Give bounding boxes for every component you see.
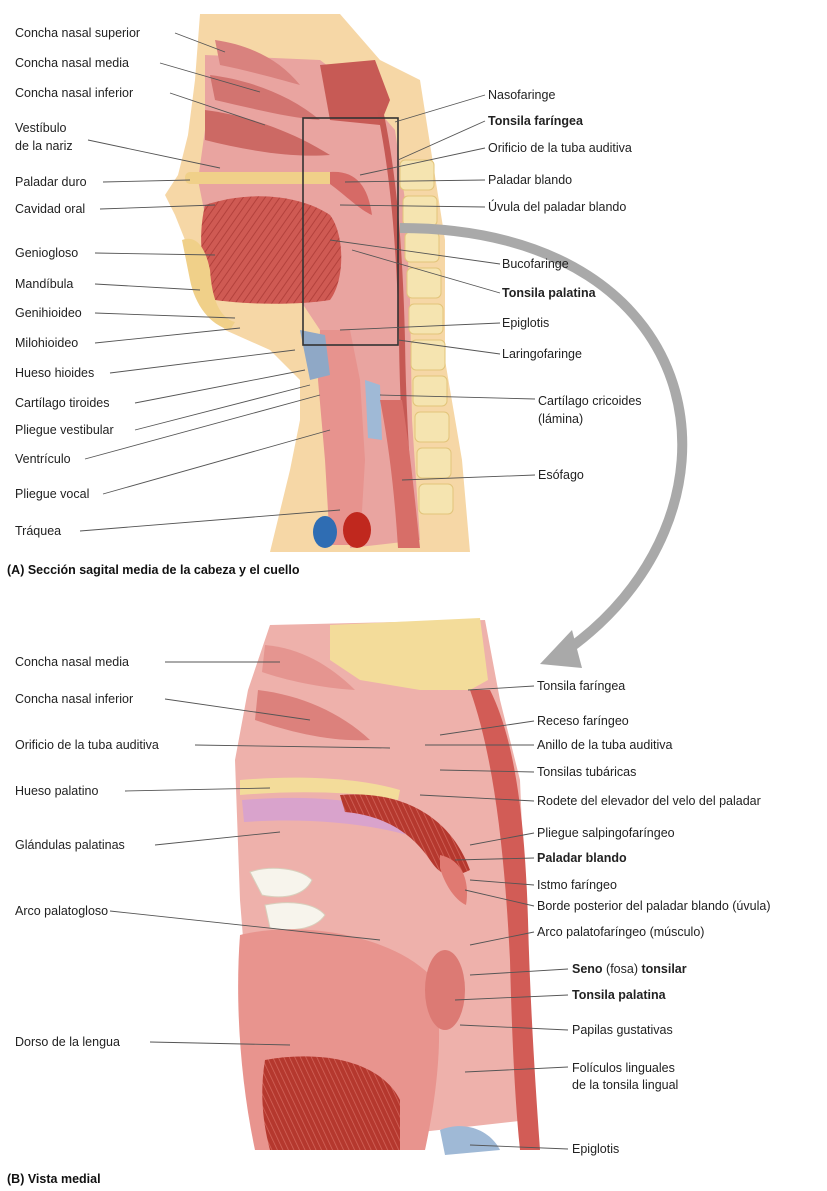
label-b-borde-posterior: Borde posterior del paladar blando (úvul…	[537, 899, 770, 913]
label-mandibula: Mandíbula	[15, 277, 73, 291]
label-b-concha-nasal-inferior: Concha nasal inferior	[15, 692, 133, 706]
label-b-hueso-palatino: Hueso palatino	[15, 784, 98, 798]
label-b-epiglotis: Epiglotis	[572, 1142, 619, 1156]
label-tonsila-faringea: Tonsila faríngea	[488, 114, 583, 128]
panel-a-illustration	[165, 14, 470, 552]
label-b-orificio-tuba-auditiva: Orificio de la tuba auditiva	[15, 738, 159, 752]
leader-line	[135, 370, 305, 403]
label-orificio-tuba-auditiva: Orificio de la tuba auditiva	[488, 141, 632, 155]
label-b-anillo-tuba-auditiva: Anillo de la tuba auditiva	[537, 738, 673, 752]
label-b-paladar-blando: Paladar blando	[537, 851, 627, 865]
leader-line	[135, 385, 310, 430]
label-b-tonsila-palatina: Tonsila palatina	[572, 988, 666, 1002]
label-b-seno-word: Seno	[572, 962, 603, 976]
label-b-rodete-elevador: Rodete del elevador del velo del paladar	[537, 794, 761, 808]
label-b-istmo-faringeo: Istmo faríngeo	[537, 878, 617, 892]
tongue	[201, 196, 341, 303]
panel-b-illustration	[235, 618, 540, 1155]
label-paladar-blando: Paladar blando	[488, 173, 572, 187]
label-concha-nasal-superior: Concha nasal superior	[15, 26, 140, 40]
label-esofago: Esófago	[538, 468, 584, 482]
label-uvula-paladar-blando: Úvula del paladar blando	[488, 200, 626, 214]
caption-panel-a: (A) Sección sagital media de la cabeza y…	[7, 563, 299, 577]
label-cavidad-oral: Cavidad oral	[15, 202, 85, 216]
label-epiglotis: Epiglotis	[502, 316, 549, 330]
label-b-foliculos-linguales: Folículos linguales de la tonsila lingua…	[572, 1060, 678, 1094]
label-b-papilas-gustativas: Papilas gustativas	[572, 1023, 673, 1037]
vessel-blue	[313, 516, 337, 548]
label-concha-nasal-media: Concha nasal media	[15, 56, 129, 70]
label-bucofaringe: Bucofaringe	[502, 257, 569, 271]
label-b-tonsilas-tubaricas: Tonsilas tubáricas	[537, 765, 636, 779]
label-b-receso-faringeo: Receso faríngeo	[537, 714, 629, 728]
label-genihioideo: Genihioideo	[15, 306, 82, 320]
hard-palate	[185, 172, 335, 184]
label-vestibulo-nariz: Vestíbulo de la nariz	[15, 119, 73, 155]
leader-line	[110, 350, 295, 373]
label-hueso-hioides: Hueso hioides	[15, 366, 94, 380]
label-b-seno-tonsilar: Seno (fosa) tonsilar	[572, 962, 687, 976]
label-b-arco-palatofaringeo: Arco palatofaríngeo (músculo)	[537, 925, 704, 939]
label-geniogloso: Geniogloso	[15, 246, 78, 260]
caption-panel-b: (B) Vista medial	[7, 1172, 101, 1186]
label-b-tonsila-faringea: Tonsila faríngea	[537, 679, 625, 693]
label-concha-nasal-inferior: Concha nasal inferior	[15, 86, 133, 100]
label-ventriculo: Ventrículo	[15, 452, 71, 466]
label-laringofaringe: Laringofaringe	[502, 347, 582, 361]
leader-line	[95, 328, 240, 343]
leader-line	[85, 395, 320, 459]
label-traquea: Tráquea	[15, 524, 61, 538]
vessel-red	[343, 512, 371, 548]
label-cartilago-tiroides: Cartílago tiroides	[15, 396, 110, 410]
label-nasofaringe: Nasofaringe	[488, 88, 555, 102]
label-b-glandulas-palatinas: Glándulas palatinas	[15, 838, 125, 852]
label-pliegue-vocal: Pliegue vocal	[15, 487, 89, 501]
label-b-tonsilar-word: tonsilar	[641, 962, 686, 976]
label-pliegue-vestibular: Pliegue vestibular	[15, 423, 114, 437]
label-tonsila-palatina: Tonsila palatina	[502, 286, 596, 300]
label-paladar-duro: Paladar duro	[15, 175, 87, 189]
label-cartilago-cricoides: Cartílago cricoides (lámina)	[538, 392, 642, 428]
label-milohioideo: Milohioideo	[15, 336, 78, 350]
label-b-concha-nasal-media: Concha nasal media	[15, 655, 129, 669]
epiglottis-b	[440, 1126, 500, 1155]
label-b-arco-palatogloso: Arco palatogloso	[15, 904, 108, 918]
palatine-tonsil	[425, 950, 465, 1030]
leader-line	[95, 284, 200, 290]
label-b-fosa-word: (fosa)	[603, 962, 642, 976]
label-b-dorso-lengua: Dorso de la lengua	[15, 1035, 120, 1049]
label-b-pliegue-salpingofaringeo: Pliegue salpingofaríngeo	[537, 826, 675, 840]
detail-arrowhead	[540, 630, 582, 668]
